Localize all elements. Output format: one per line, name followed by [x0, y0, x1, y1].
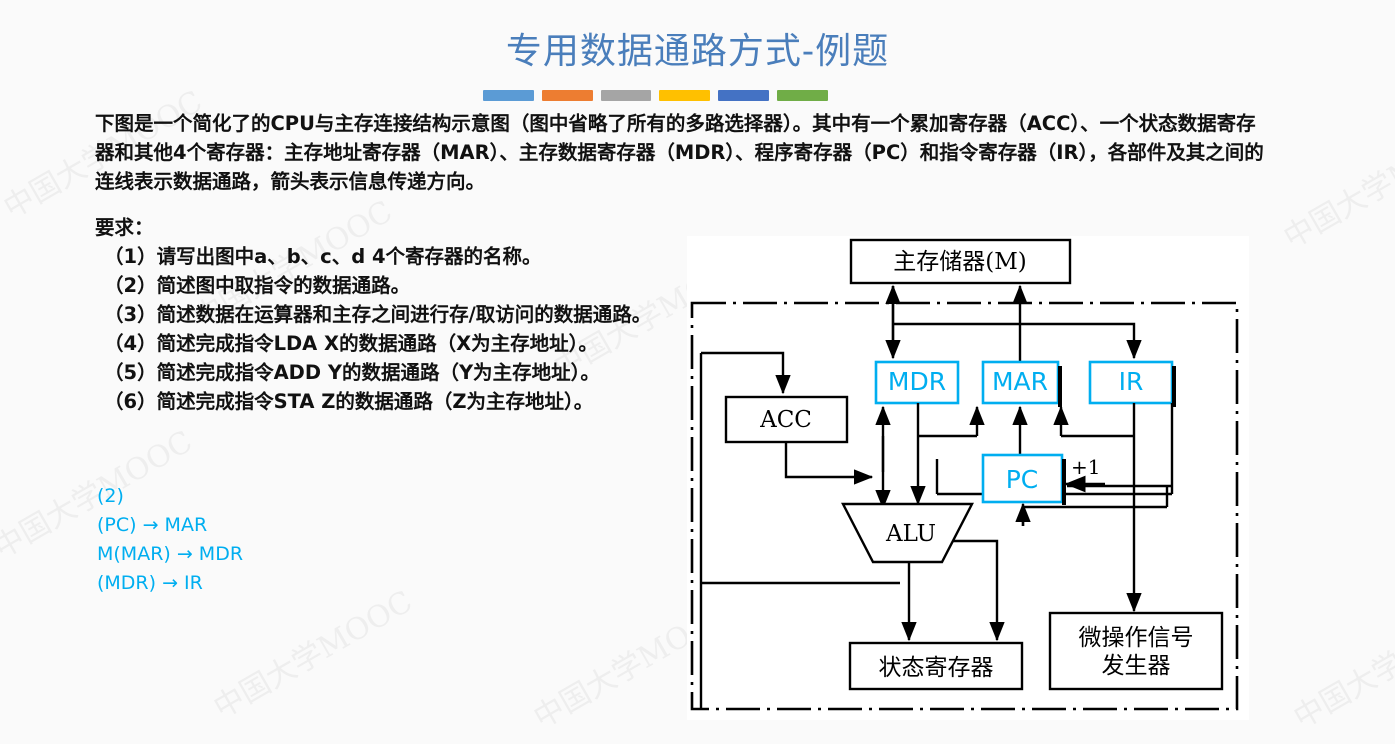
memory-block	[849, 238, 1072, 285]
alu-block-label: ALU	[885, 521, 936, 547]
requirement-item-4: （4）简述完成指令LDA X的数据通路（X为主存地址）。	[104, 332, 598, 355]
answer-line-2: (PC) → MAR	[97, 514, 208, 536]
requirement-item-3: （3）简述数据在运算器和主存之间进行存/取访问的数据通路。	[104, 303, 652, 326]
requirement-item-6: （6）简述完成指令STA Z的数据通路（Z为主存地址）。	[104, 390, 594, 413]
rule-segment-4	[659, 90, 711, 101]
pc-increment-label: +1	[1071, 455, 1100, 479]
requirement-item-2: （2）简述图中取指令的数据通路。	[104, 274, 411, 297]
answer-line-1: (2)	[97, 485, 124, 507]
pc-block-label: PC	[1006, 465, 1039, 494]
micro-op-generator-label-1: 微操作信号	[1079, 625, 1194, 651]
cpu-boundary	[690, 301, 1239, 711]
requirement-item-1: （1）请写出图中a、b、c、d 4个寄存器的名称。	[104, 245, 542, 268]
rule-segment-2	[541, 90, 593, 101]
watermark: 中国大学MOOC	[1287, 594, 1395, 736]
cpu-memory-datapath-diagram: 主存储器(M) MDR MAR IR ACC PC	[687, 236, 1249, 720]
rule-segment-5	[718, 90, 770, 101]
mar-block	[981, 360, 1060, 405]
watermark: 中国大学MOOC	[207, 584, 419, 726]
title-underline-rule	[483, 90, 828, 101]
status-register-block	[848, 641, 1024, 691]
question-paragraph-block: 下图是一个简化了的CPU与主存连接结构示意图（图中省略了所有的多路选择器）。其中…	[95, 109, 1265, 196]
requirements-label: 要求：	[95, 216, 154, 239]
status-register-label: 状态寄存器	[879, 655, 994, 681]
ir-block-label: IR	[1119, 367, 1144, 396]
question-paragraph: 下图是一个简化了的CPU与主存连接结构示意图（图中省略了所有的多路选择器）。其中…	[95, 112, 1264, 193]
micro-op-generator-block	[1048, 611, 1224, 691]
mdr-block-label: MDR	[888, 367, 946, 396]
rule-segment-6	[777, 90, 828, 101]
ir-block	[1088, 360, 1174, 405]
micro-op-generator-label-2: 发生器	[1102, 653, 1171, 679]
answer-line-3: M(MAR) → MDR	[97, 543, 244, 565]
page-title: 专用数据通路方式-例题	[505, 31, 890, 72]
rule-segment-1	[483, 90, 534, 101]
requirement-item-5: （5）简述完成指令ADD Y的数据通路（Y为主存地址）。	[104, 361, 600, 384]
answer-block: (2) (PC) → MAR M(MAR) → MDR (MDR) → IR	[97, 482, 243, 598]
acc-block	[724, 395, 849, 444]
pc-block	[981, 453, 1064, 504]
requirements-block: 要求： （1）请写出图中a、b、c、d 4个寄存器的名称。 （2）简述图中取指令…	[95, 213, 715, 416]
acc-block-label: ACC	[759, 407, 812, 433]
rule-segment-3	[600, 90, 652, 101]
alu-block	[841, 502, 974, 564]
memory-block-label: 主存储器(M)	[893, 249, 1027, 275]
slide-header: 专用数据通路方式-例题	[0, 0, 1395, 104]
answer-line-4: (MDR) → IR	[97, 572, 203, 594]
watermark: 中国大学MOOC	[1277, 114, 1395, 256]
mar-block-label: MAR	[992, 367, 1048, 396]
